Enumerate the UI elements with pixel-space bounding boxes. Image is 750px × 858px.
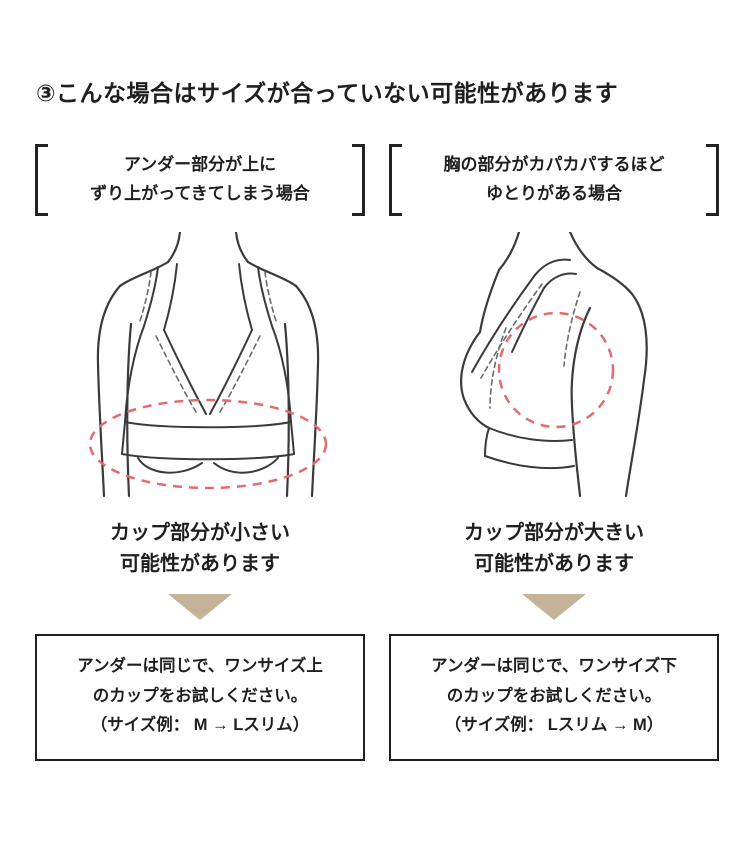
advice-size-example: （サイズ例： M → Lスリム） [90, 716, 310, 735]
advice-size-example: （サイズ例： Lスリム → M） [444, 716, 664, 735]
side-view-line-art [460, 230, 648, 498]
advice-box: アンダーは同じで、ワンサイズ下 のカップをお試しください。 （サイズ例： Lスリ… [389, 634, 719, 762]
left-column-band-rides-up: アンダー部分が上に ずり上がってきてしまう場合 [35, 144, 365, 762]
problem-highlight-circle [497, 311, 615, 429]
condition-line2: ずり上がってきてしまう場合 [90, 184, 310, 203]
diagnosis-caption: カップ部分が大きい 可能性があります [464, 518, 644, 580]
condition-line1: アンダー部分が上に [123, 155, 277, 175]
advice-line1: アンダーは同じで、ワンサイズ上 [77, 657, 323, 675]
right-column-cup-gap: 胸の部分がカパカパするほど ゆとりがある場合 [389, 144, 719, 762]
right-bracket-glyph [352, 144, 365, 216]
condition-bracket-header: アンダー部分が上に ずり上がってきてしまう場合 [35, 144, 365, 216]
advice-line2: のカップをお試しください。 [92, 686, 308, 705]
condition-bracket-header: 胸の部分がカパカパするほど ゆとりがある場合 [389, 144, 719, 216]
condition-line2: ゆとりがある場合 [486, 184, 622, 203]
page-title: ③こんな場合はサイズが合っていない可能性があります [36, 80, 619, 106]
side-view-bra-illustration [384, 230, 724, 502]
condition-text: アンダー部分が上に ずり上がってきてしまう場合 [48, 144, 352, 216]
advice-box: アンダーは同じで、ワンサイズ上 のカップをお試しください。 （サイズ例： M →… [35, 634, 365, 762]
down-arrow-icon [168, 594, 232, 620]
comparison-columns: アンダー部分が上に ずり上がってきてしまう場合 [35, 144, 719, 762]
condition-text: 胸の部分がカパカパするほど ゆとりがある場合 [402, 144, 706, 216]
advice-line1: アンダーは同じで、ワンサイズ下 [431, 657, 677, 675]
right-bracket-glyph [706, 144, 719, 216]
body-outline [460, 230, 648, 498]
left-bracket-glyph [389, 144, 402, 216]
left-bracket-glyph [35, 144, 48, 216]
front-view-line-art [88, 230, 328, 498]
diagnosis-line1: カップ部分が大きい [464, 522, 644, 544]
diagnosis-line2: 可能性があります [120, 553, 280, 575]
condition-line1: 胸の部分がカパカパするほど [443, 155, 665, 175]
front-view-bra-illustration [30, 230, 370, 502]
diagnosis-caption: カップ部分が小さい 可能性があります [110, 518, 290, 580]
down-arrow [168, 594, 232, 620]
seam-dashed-lines [480, 283, 581, 409]
problem-highlight-ellipse [88, 398, 328, 490]
diagnosis-line1: カップ部分が小さい [110, 522, 290, 544]
bra-outline [471, 258, 577, 470]
advice-line2: のカップをお試しください。 [446, 686, 662, 705]
down-arrow-icon [522, 594, 586, 620]
diagnosis-line2: 可能性があります [474, 553, 634, 575]
bra-outline [121, 263, 295, 474]
seam-dashed-lines [138, 271, 278, 413]
down-arrow [522, 594, 586, 620]
